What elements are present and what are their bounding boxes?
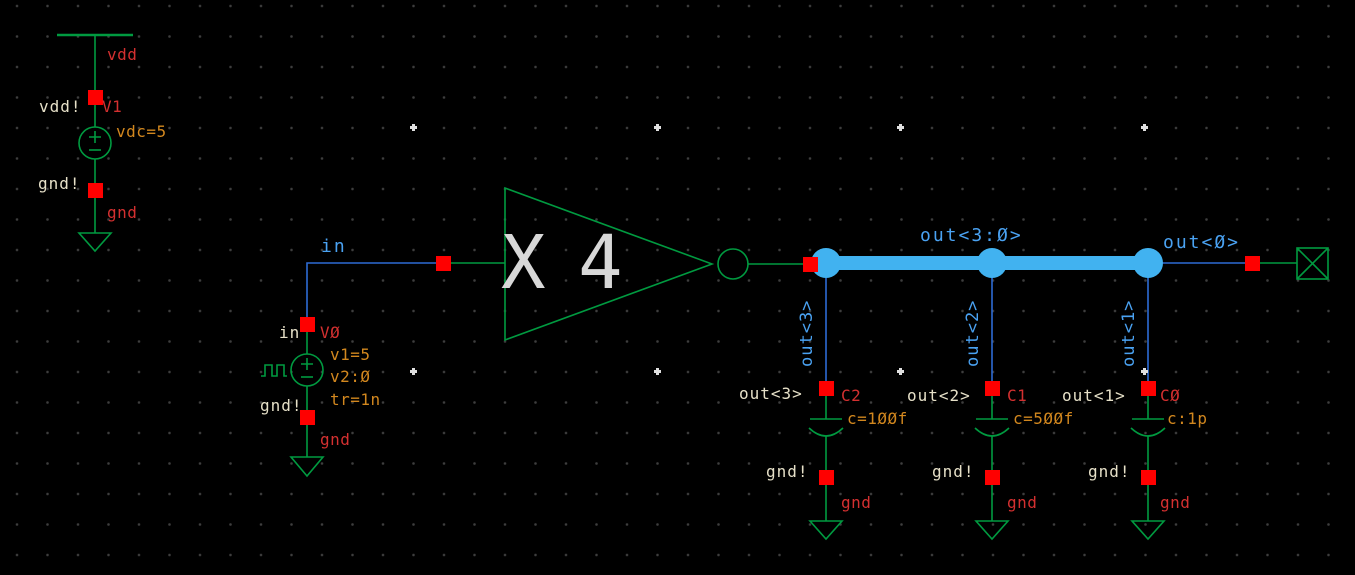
instance-label-c0[interactable]: CØ [1160,386,1181,405]
pin-label-vdd[interactable]: vdd! [39,97,82,116]
pin-square[interactable] [985,381,1000,396]
pulse-waveform-icon [261,364,287,377]
net-label-gnd[interactable]: gnd [1160,493,1191,512]
pin-square[interactable] [300,410,315,425]
grid-marker-cross [654,124,661,131]
net-label-vdd[interactable]: vdd [107,45,138,64]
cap-bottom-plate[interactable] [1130,427,1166,437]
param-label-c1[interactable]: c=5ØØf [1013,409,1074,428]
grid-marker-cross [1141,124,1148,131]
pin-square[interactable] [803,257,818,272]
vpulse-source-v0[interactable] [261,331,325,478]
wire-segment[interactable] [306,262,442,318]
param-label-v1[interactable]: v1=5 [330,345,371,364]
pin-box-cross [1296,247,1329,280]
pin-square[interactable] [1245,256,1260,271]
net-label-gnd[interactable]: gnd [841,493,872,512]
param-label-v2[interactable]: v2:Ø [330,367,371,386]
bus-node-dot[interactable] [977,248,1007,278]
plus-sign [89,131,101,143]
capacitor-c2[interactable] [808,396,844,541]
grid-marker-cross [897,124,904,131]
bus-node-dot[interactable] [1133,248,1163,278]
instance-label-v0[interactable]: VØ [320,323,341,342]
param-label-tr[interactable]: tr=1n [330,390,381,409]
cap-bottom-plate[interactable] [808,427,844,437]
pin-square[interactable] [819,470,834,485]
net-label-bus[interactable]: out<3:Ø> [920,225,1023,246]
buffer-scale-label: X 4 [501,220,623,306]
grid-marker-cross [654,368,661,375]
pin-square[interactable] [819,381,834,396]
ground-symbol[interactable] [1130,520,1166,541]
plus-sign [301,358,313,370]
ground-symbol[interactable] [289,456,325,478]
net-label-out0[interactable]: out<Ø> [1163,232,1241,253]
vdc-source-v1[interactable] [57,33,133,253]
net-label-gnd[interactable]: gnd [107,203,138,222]
node-label-out3[interactable]: out<3> [739,384,803,403]
pin-label-gnd[interactable]: gnd! [932,462,975,481]
instance-label-c1[interactable]: C1 [1007,386,1028,405]
pin-square[interactable] [88,90,103,105]
instance-label-v1[interactable]: V1 [102,97,123,116]
pin-square[interactable] [985,470,1000,485]
inverter-triangle[interactable] [504,186,715,342]
net-label-gnd[interactable]: gnd [1007,493,1038,512]
bus-out-3-0[interactable] [811,248,1163,278]
pin-label-gnd[interactable]: gnd! [38,174,81,193]
instance-label-c2[interactable]: C2 [841,386,862,405]
bus-tap-label-out1[interactable]: out<1> [1119,299,1139,367]
ground-symbol[interactable] [77,232,113,253]
node-label-out2[interactable]: out<2> [907,386,971,405]
pin-box[interactable] [1296,247,1329,280]
ground-symbol[interactable] [808,520,844,541]
ground-symbol[interactable] [974,520,1010,541]
capacitor-c0[interactable] [1130,396,1166,541]
grid-marker-cross [410,368,417,375]
pin-label-gnd[interactable]: gnd! [260,396,303,415]
param-label-c2[interactable]: c=1ØØf [847,409,908,428]
pin-label-gnd[interactable]: gnd! [766,462,809,481]
pin-square[interactable] [436,256,451,271]
pin-label-gnd[interactable]: gnd! [1088,462,1131,481]
bus-tap-wires[interactable] [825,262,1250,382]
grid-marker-cross [1141,368,1148,375]
inverter-bubble[interactable] [717,248,749,280]
net-label-gnd[interactable]: gnd [320,430,351,449]
pin-label-in[interactable]: in [279,323,301,342]
capacitor-c1[interactable] [974,396,1010,541]
grid-marker-cross [410,124,417,131]
bus-tap-label-out2[interactable]: out<2> [963,299,983,367]
pin-square[interactable] [1141,470,1156,485]
pin-square[interactable] [300,317,315,332]
bus-node-dot[interactable] [811,248,841,278]
param-label-vdc[interactable]: vdc=5 [116,122,167,141]
node-label-out1[interactable]: out<1> [1062,386,1126,405]
param-label-c0[interactable]: c:1p [1167,409,1208,428]
cap-bottom-plate[interactable] [974,427,1010,437]
output-pin-symbol[interactable] [1254,247,1329,280]
grid-marker-cross [897,368,904,375]
bus-tap-label-out3[interactable]: out<3> [797,299,817,367]
pin-square[interactable] [88,183,103,198]
net-label-in-wire[interactable]: in [321,236,347,257]
in-net-wire[interactable] [306,262,442,318]
pin-square[interactable] [1141,381,1156,396]
